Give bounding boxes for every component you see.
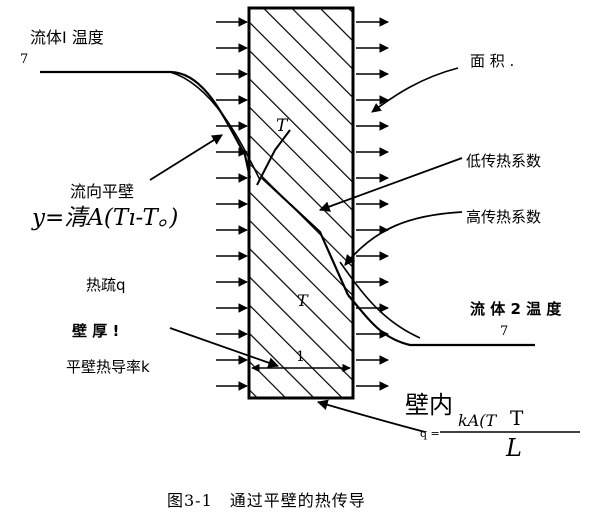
high-coefficient-profile	[339, 261, 421, 339]
low-coefficient-label: 低传热系数	[466, 152, 542, 170]
heat-flux-label: 热疏q	[86, 276, 126, 294]
fluid2-temperature-line	[347, 294, 535, 347]
formula-denominator: L	[506, 434, 522, 462]
flow-to-wall-label: 流向平壁	[70, 182, 135, 201]
fluid2-temperature-label: 流 体 2 温 度	[470, 300, 562, 318]
convection-formula: y=清A(Tı-T。)	[32, 205, 179, 231]
t1-mark: 7	[20, 52, 29, 67]
wall-temp-2: T	[297, 291, 308, 310]
low-coeff-pointer	[318, 157, 463, 212]
conductivity-label: 平壁热导率k	[66, 358, 150, 376]
high-coeff-pointer	[344, 211, 463, 266]
wall-thickness-pointer	[169, 327, 280, 368]
fluid1-temperature-line	[40, 70, 252, 179]
flow-to-wall-pointer	[149, 134, 223, 181]
in-wall-label: 壁内	[405, 391, 453, 419]
thickness-mark: 1	[296, 349, 305, 365]
wall	[247, 6, 355, 400]
in-wall-pointer	[316, 399, 426, 433]
wall-thickness-label: 壁 厚 !	[72, 322, 120, 340]
formula-q: q =	[420, 427, 440, 440]
area-label: 面 积 .	[470, 52, 515, 70]
low-coefficient-profile	[169, 71, 261, 181]
fluid1-temperature-label: 流体I 温度	[30, 28, 104, 47]
wall-temp-1: T	[276, 116, 288, 136]
outgoing-heat-arrows	[356, 17, 389, 391]
t2-mark: 7	[500, 324, 509, 339]
formula-numerator: kA(T	[458, 411, 497, 430]
incoming-heat-arrows	[216, 17, 248, 391]
figure-caption: 图3-1 通过平壁的热传导	[167, 491, 366, 510]
area-pointer	[371, 67, 459, 113]
formula-t: T	[510, 406, 524, 430]
high-coefficient-label: 高传热系数	[466, 208, 542, 226]
in-wall-gradient-line	[261, 177, 350, 296]
in-wall-temperature-line	[256, 129, 291, 186]
